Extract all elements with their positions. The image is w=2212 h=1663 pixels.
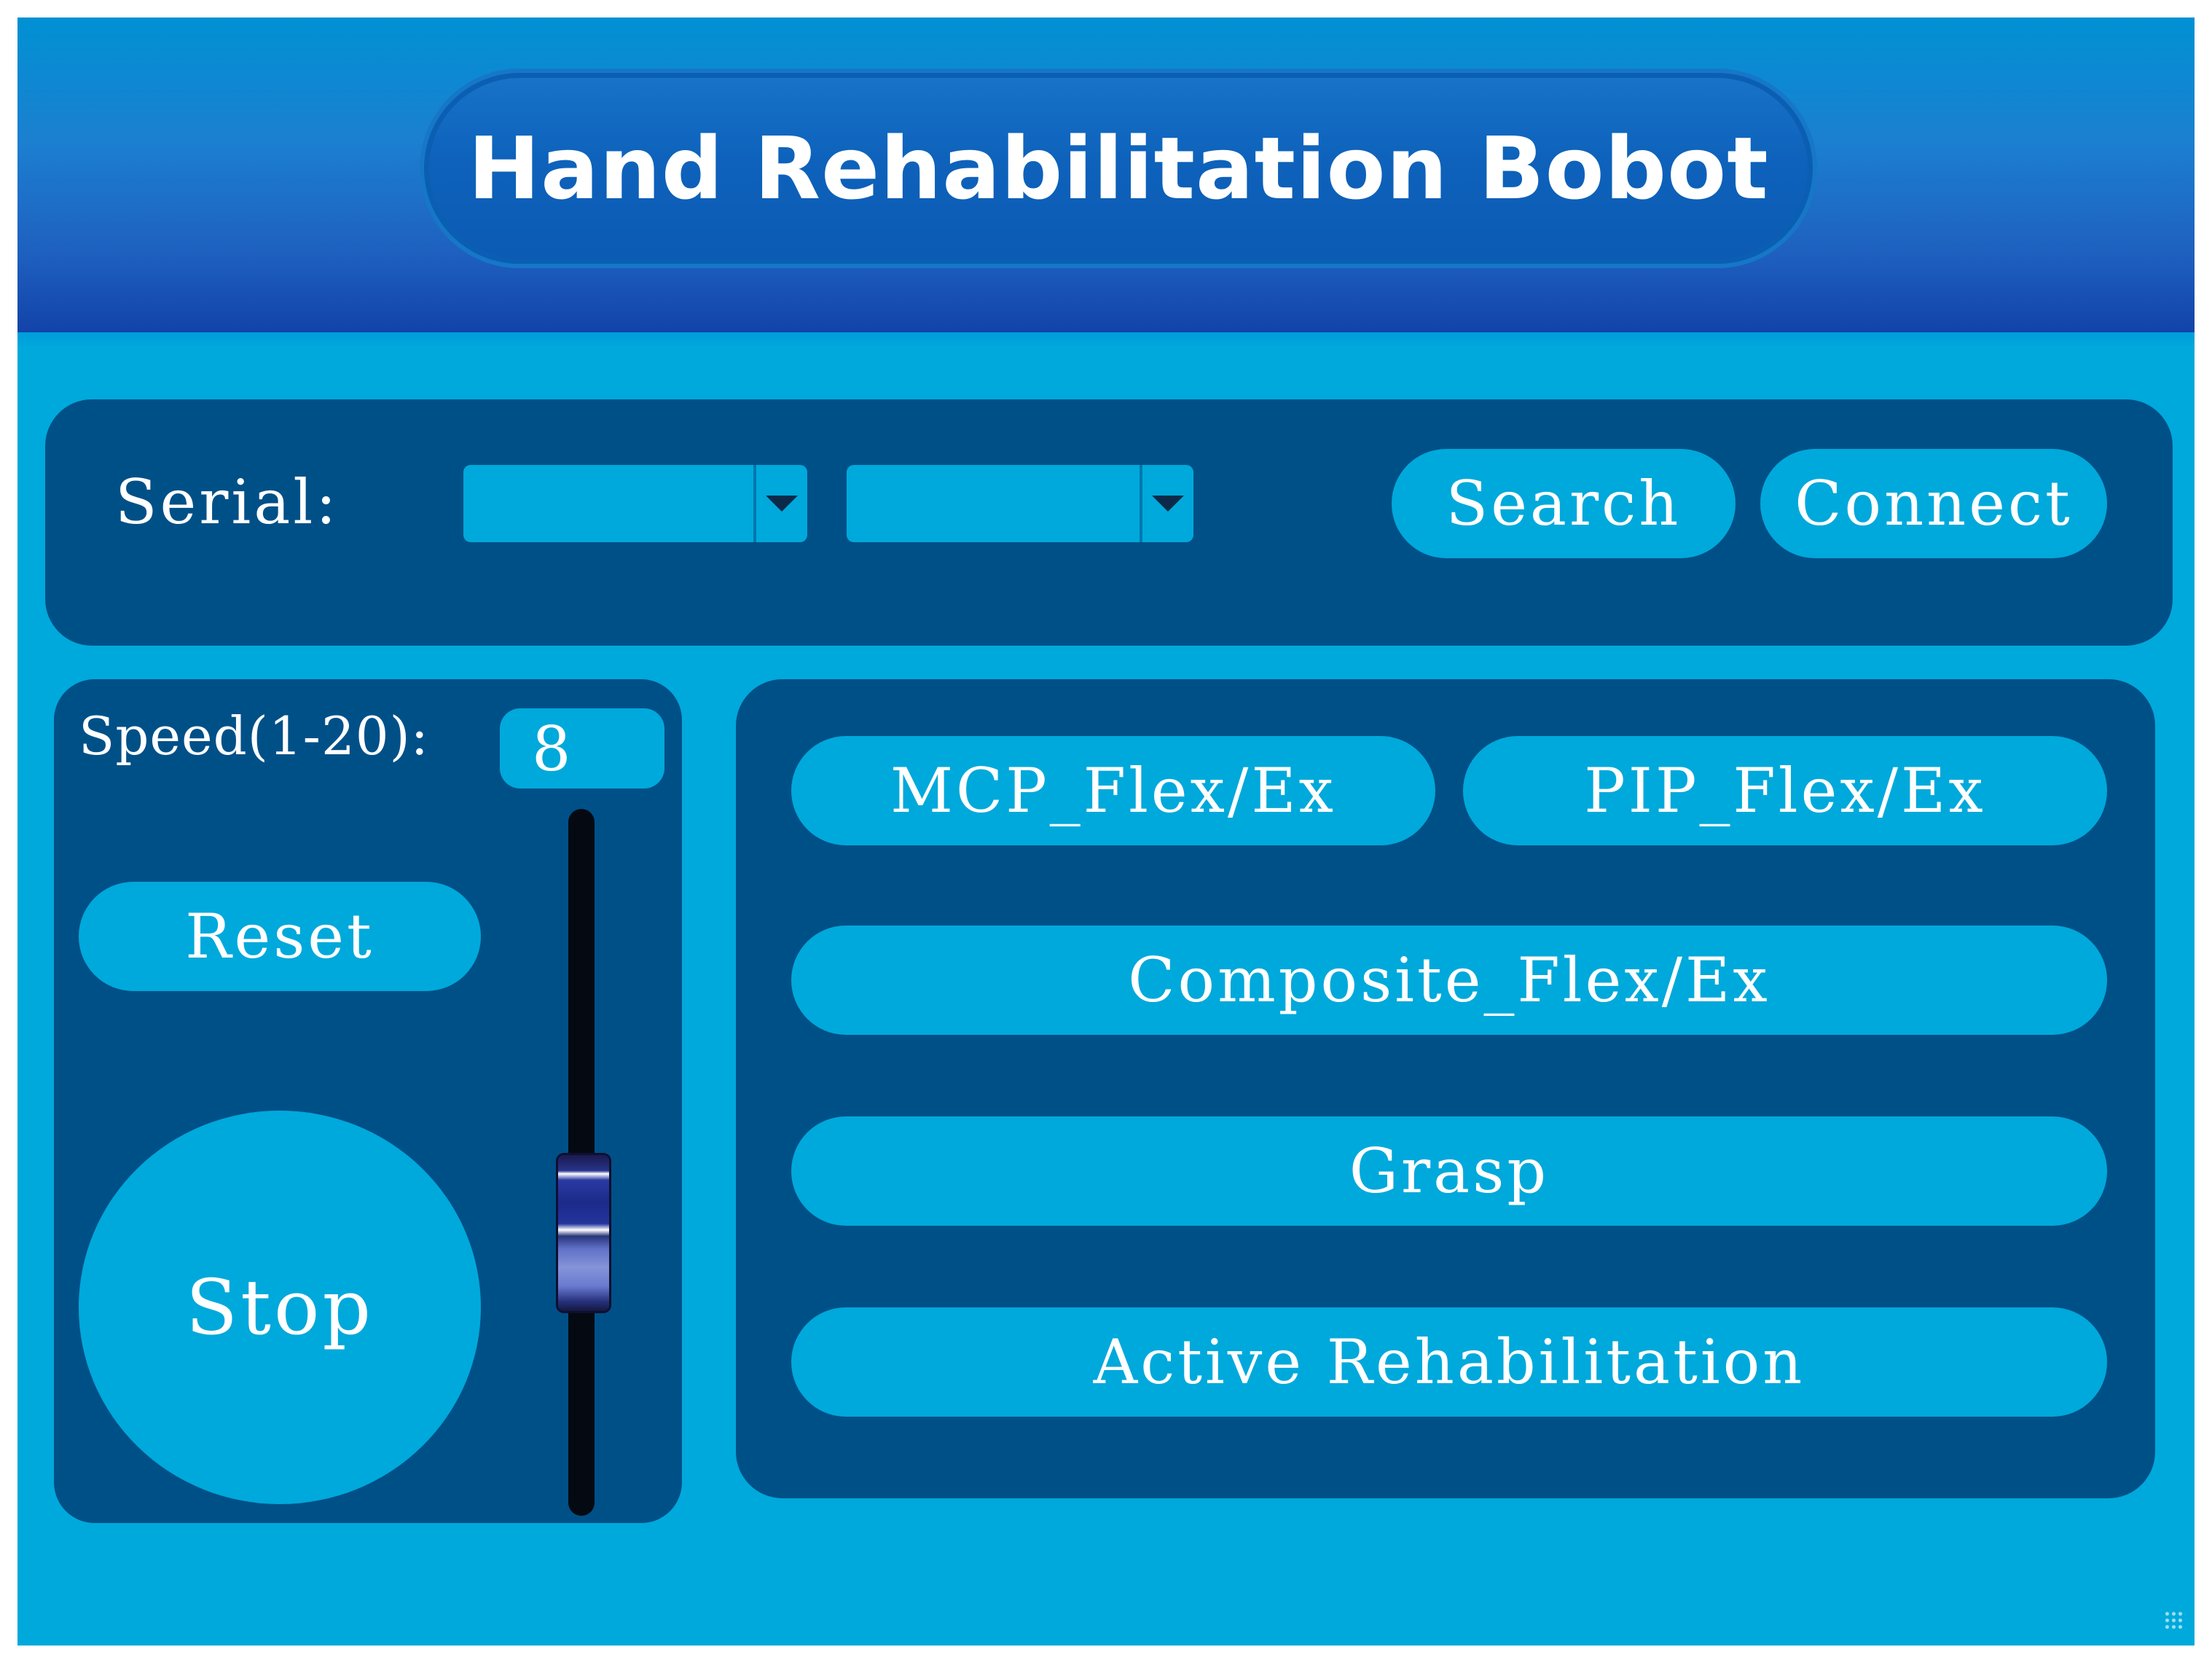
app-title: Hand Rehabilitation Bobot [468,118,1769,219]
resize-grip-icon[interactable] [2164,1611,2184,1631]
speed-value-field[interactable]: 8 [500,708,664,789]
header-bar: Hand Rehabilitation Bobot [17,17,2195,332]
composite-flex-ex-button[interactable]: Composite_Flex/Ex [791,926,2107,1035]
search-button[interactable]: Search [1392,449,1736,558]
active-rehabilitation-button[interactable]: Active Rehabilitation [791,1307,2107,1417]
stop-button[interactable]: Stop [79,1111,481,1504]
pip-flex-ex-button[interactable]: PIP_Flex/Ex [1463,736,2107,845]
header-divider [17,332,2195,348]
reset-button[interactable]: Reset [79,882,481,991]
speed-slider-thumb[interactable] [558,1154,609,1311]
connect-button[interactable]: Connect [1760,449,2107,558]
baud-rate-select[interactable] [847,465,1193,542]
speed-label: Speed(1-20): [79,705,429,767]
chevron-down-icon [1152,496,1184,512]
serial-port-dropdown-button[interactable] [753,465,807,542]
baud-rate-dropdown-button[interactable] [1140,465,1193,542]
chevron-down-icon [766,496,798,512]
title-banner: Hand Rehabilitation Bobot [424,73,1813,264]
serial-port-select[interactable] [463,465,807,542]
grasp-button[interactable]: Grasp [791,1116,2107,1226]
serial-label: Serial: [115,466,340,538]
mcp-flex-ex-button[interactable]: MCP_Flex/Ex [791,736,1435,845]
